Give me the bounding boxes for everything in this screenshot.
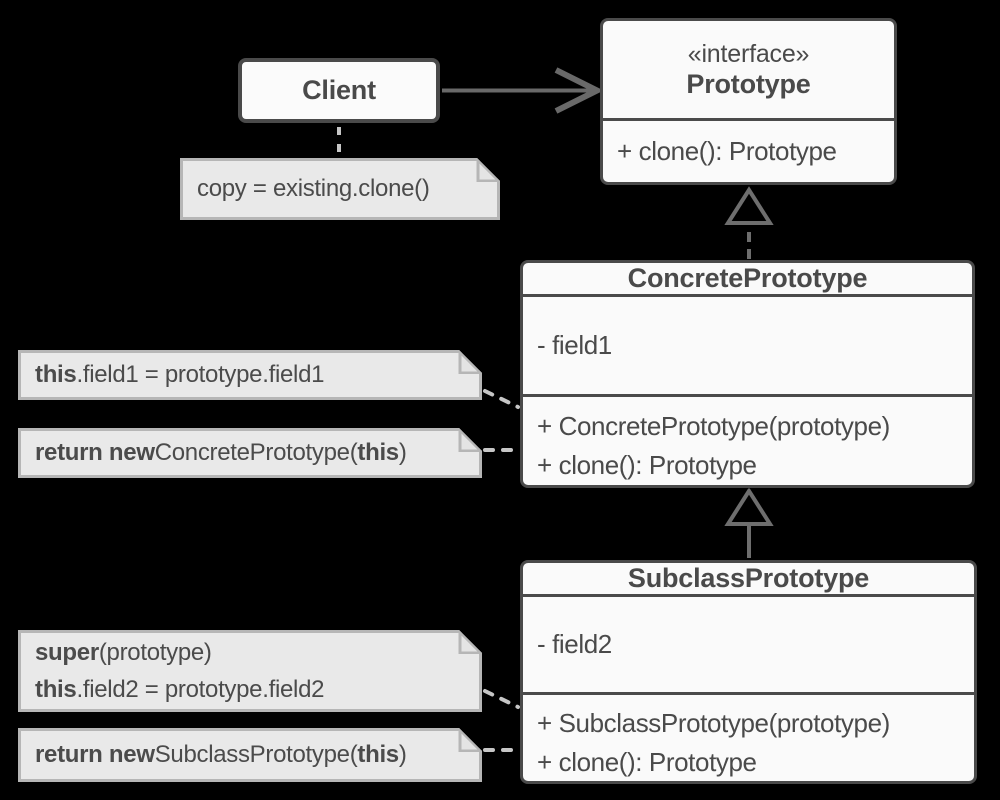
method-item: + clone(): Prototype — [537, 746, 757, 777]
method-item: + SubclassPrototype(prototype) — [537, 707, 890, 738]
class-box-subclass-prototype: SubclassPrototype - field2 + SubclassPro… — [520, 560, 977, 784]
field-item: - field2 — [537, 629, 612, 659]
compartment-divider — [523, 394, 972, 397]
class-title-prototype: Prototype — [686, 68, 811, 99]
generalization-arrow — [724, 487, 774, 558]
class-title-concrete-prototype: ConcretePrototype — [627, 263, 868, 293]
class-box-concrete-prototype: ConcretePrototype - field1 + ConcretePro… — [520, 260, 975, 488]
compartment-divider — [523, 294, 972, 297]
note-return-concrete-code: return new ConcretePrototype(this) — [18, 428, 482, 478]
note-text: this.field2 = prototype.field2 — [35, 675, 325, 703]
note-text: this.field1 = prototype.field1 — [35, 361, 325, 388]
stereotype-label: «interface» — [687, 39, 810, 68]
field-item: - field1 — [537, 330, 612, 360]
note-field1-code: this.field1 = prototype.field1 — [18, 350, 482, 400]
note-text: return new SubclassPrototype(this) — [35, 741, 407, 768]
class-title-client: Client — [302, 75, 376, 105]
note-fold-corner-icon — [458, 350, 482, 374]
note-link-super — [483, 689, 520, 709]
realization-arrow — [724, 186, 774, 259]
note-fold-corner-icon — [458, 630, 482, 654]
note-text: super(prototype) — [35, 638, 212, 666]
class-title-subclass-prototype: SubclassPrototype — [627, 563, 870, 593]
note-client-code: copy = existing.clone() — [180, 158, 500, 220]
note-return-subclass-code: return new SubclassPrototype(this) — [18, 728, 482, 782]
note-fold-corner-icon — [458, 428, 482, 452]
class-box-client: Client — [238, 58, 440, 123]
note-fold-corner-icon — [476, 158, 500, 182]
method-item: + clone(): Prototype — [537, 449, 757, 480]
note-text: copy = existing.clone() — [197, 175, 430, 202]
association-arrow — [442, 67, 604, 114]
compartment-divider — [523, 692, 974, 695]
note-super-code: super(prototype) this.field2 = prototype… — [18, 630, 482, 712]
compartment-divider — [523, 594, 974, 597]
method-item: + ConcretePrototype(prototype) — [537, 410, 890, 441]
note-fold-corner-icon — [458, 728, 482, 752]
note-text: return new ConcretePrototype(this) — [35, 439, 407, 466]
class-box-prototype: «interface» Prototype + clone(): Prototy… — [600, 18, 897, 185]
method-item: + clone(): Prototype — [617, 136, 837, 166]
note-link-field1 — [483, 389, 520, 409]
compartment-divider — [603, 118, 894, 121]
